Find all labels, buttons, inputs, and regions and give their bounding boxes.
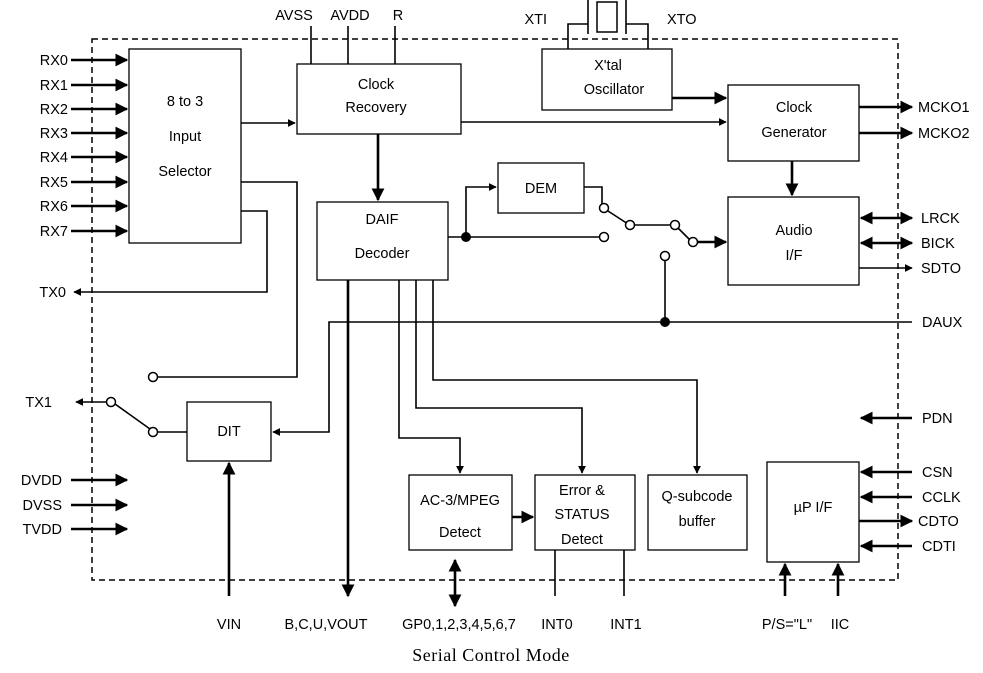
cdto-label: CDTO <box>918 514 959 530</box>
csn-label: CSN <box>922 465 953 481</box>
up-if-block: µP I/F <box>766 461 860 563</box>
dvdd-label: DVDD <box>21 473 62 489</box>
error-line-2: STATUS <box>554 507 609 523</box>
avdd-label: AVDD <box>330 8 369 24</box>
error-line-1: Error & <box>559 483 605 499</box>
lrck-label: LRCK <box>921 211 960 227</box>
error-status-detect-block: Error & STATUS Detect <box>534 474 636 551</box>
daux-label: DAUX <box>922 315 963 331</box>
mcko2-label: MCKO2 <box>918 126 970 142</box>
decoder-down-paths <box>341 280 701 598</box>
sdto-label: SDTO <box>921 261 961 277</box>
cclk-label: CCLK <box>922 490 961 506</box>
iic-label: IIC <box>831 617 850 633</box>
rx-input-arrows <box>71 53 129 238</box>
rx3-label: RX3 <box>40 126 68 142</box>
tx0-label: TX0 <box>39 285 66 301</box>
q-subcode-buffer-block: Q-subcode buffer <box>647 474 748 551</box>
daif-decoder-block: DAIF Decoder <box>316 201 449 281</box>
ac3-mpeg-detect-block: AC-3/MPEG Detect <box>408 474 513 551</box>
rx6-label: RX6 <box>40 199 68 215</box>
xtal-line-2: Oscillator <box>584 82 645 98</box>
tx-paths: TX0 TX1 <box>25 181 298 438</box>
clock-recovery-block: Clock Recovery <box>296 63 462 135</box>
diagram-caption: Serial Control Mode <box>412 645 569 665</box>
chip-boundary <box>91 38 899 581</box>
xtal-line-1: X'tal <box>594 58 622 74</box>
rx5-label: RX5 <box>40 175 68 191</box>
avss-label: AVSS <box>275 8 313 24</box>
q-subcode-line-2: buffer <box>679 514 716 530</box>
crystal-symbol: XTI XTO <box>524 0 697 49</box>
rx0-label: RX0 <box>40 53 68 69</box>
rx4-label: RX4 <box>40 150 68 166</box>
cdti-label: CDTI <box>922 539 956 555</box>
clock-generator-line-2: Generator <box>761 125 826 141</box>
bottom-pins: VIN B,C,U,VOUT GP0,1,2,3,4,5,6,7 INT0 IN… <box>217 461 850 633</box>
int1-label: INT1 <box>610 617 641 633</box>
top-analog-pins: AVSS AVDD R <box>275 8 403 64</box>
input-selector-line-3: Selector <box>158 164 211 180</box>
input-selector-line-2: Input <box>169 129 201 145</box>
xti-label: XTI <box>524 12 547 28</box>
clock-paths: MCKO1 MCKO2 <box>241 91 970 202</box>
audio-if-line-1: Audio <box>775 223 812 239</box>
power-pins: DVDD DVSS TVDD <box>21 473 129 538</box>
clock-recovery-line-1: Clock <box>358 77 395 93</box>
pdn-label: PDN <box>922 411 953 427</box>
dit-block: DIT <box>186 401 272 462</box>
up-if-pins: PDN CSN CCLK CDTO CDTI <box>859 411 961 555</box>
rx7-label: RX7 <box>40 224 68 240</box>
audio-if-block: Audio I/F <box>727 196 860 286</box>
daif-line-2: Decoder <box>355 246 410 262</box>
tx1-label: TX1 <box>25 395 52 411</box>
gp-label: GP0,1,2,3,4,5,6,7 <box>402 617 516 633</box>
r-label: R <box>393 8 403 24</box>
mcko1-label: MCKO1 <box>918 100 970 116</box>
q-subcode-line-1: Q-subcode <box>662 489 733 505</box>
ps-label: P/S="L" <box>762 617 812 633</box>
audio-if-pins: LRCK BICK SDTO <box>859 211 961 277</box>
vin-label: VIN <box>217 617 241 633</box>
dit-label: DIT <box>217 424 241 440</box>
dem-label: DEM <box>525 181 557 197</box>
xto-label: XTO <box>667 12 697 28</box>
rx2-label: RX2 <box>40 102 68 118</box>
daux-path: DAUX <box>272 315 963 436</box>
ac3-line-2: Detect <box>439 525 481 541</box>
input-selector-block: 8 to 3 Input Selector <box>128 48 242 244</box>
bick-label: BICK <box>921 236 955 252</box>
rx1-label: RX1 <box>40 78 68 94</box>
xtal-oscillator-block: X'tal Oscillator <box>541 48 673 111</box>
dvss-label: DVSS <box>23 498 63 514</box>
daif-line-1: DAIF <box>365 212 398 228</box>
error-line-3: Detect <box>561 532 603 548</box>
clock-generator-line-1: Clock <box>776 100 813 116</box>
input-selector-line-1: 8 to 3 <box>167 94 203 110</box>
clock-generator-block: Clock Generator <box>727 84 860 162</box>
up-if-label: µP I/F <box>794 500 833 516</box>
rx-labels: RX0 RX1 RX2 RX3 RX4 RX5 RX6 RX7 <box>40 53 68 240</box>
audio-if-line-2: I/F <box>786 248 803 264</box>
ac3-line-1: AC-3/MPEG <box>420 493 500 509</box>
decoder-output-paths <box>448 183 728 327</box>
dem-block: DEM <box>497 162 585 214</box>
clock-recovery-line-2: Recovery <box>345 100 407 116</box>
tvdd-label: TVDD <box>23 522 62 538</box>
bcuvout-label: B,C,U,VOUT <box>285 617 368 633</box>
int0-label: INT0 <box>541 617 572 633</box>
